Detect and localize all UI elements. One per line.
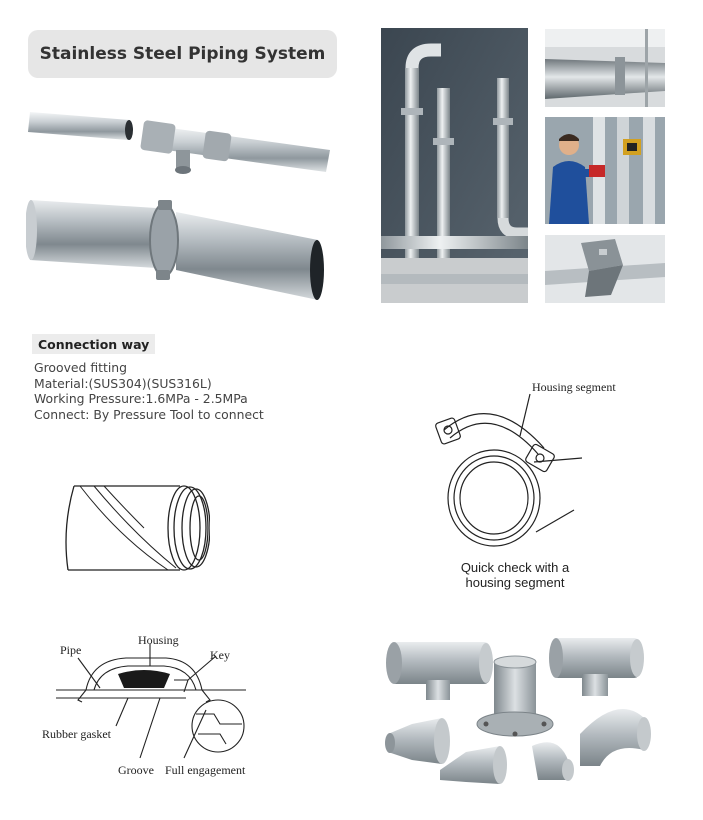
label-housing: Housing xyxy=(138,633,179,647)
spec-working-pressure: Working Pressure:1.6MPa - 2.5MPa xyxy=(34,391,248,407)
label-pipe: Pipe xyxy=(60,643,82,657)
pipe-coupling-render xyxy=(26,100,332,305)
label-key: Key xyxy=(210,648,230,662)
grooved-pipe-drawing xyxy=(60,478,210,578)
connection-way-heading: Connection way xyxy=(32,334,156,354)
worker-pressure-tool-photo xyxy=(545,117,665,224)
housing-caption: Quick check with a housing segment xyxy=(460,560,570,590)
horizontal-pipe-photo xyxy=(545,29,665,107)
housing-segment-drawing xyxy=(432,392,582,552)
page-title: Stainless Steel Piping System xyxy=(39,44,326,64)
spec-connect-method: Connect: By Pressure Tool to connect xyxy=(34,406,264,422)
spec-material: Material:(SUS304)(SUS316L) xyxy=(34,375,212,391)
label-full-engagement: Full engagement xyxy=(165,763,246,777)
press-tool-closeup-photo xyxy=(545,235,665,303)
spec-fitting-type: Grooved fitting xyxy=(34,360,128,375)
title-banner: Stainless Steel Piping System xyxy=(28,30,337,78)
connection-spec-list: Grooved fitting Material:(SUS304)(SUS316… xyxy=(34,360,264,422)
grooved-cross-section-drawing xyxy=(56,640,246,770)
label-groove: Groove xyxy=(118,763,154,777)
grooved-fittings-photo xyxy=(382,634,652,786)
label-rubber-gasket: Rubber gasket xyxy=(42,727,111,741)
piping-installation-photo xyxy=(381,28,528,303)
housing-segment-label: Housing segment xyxy=(532,380,616,394)
